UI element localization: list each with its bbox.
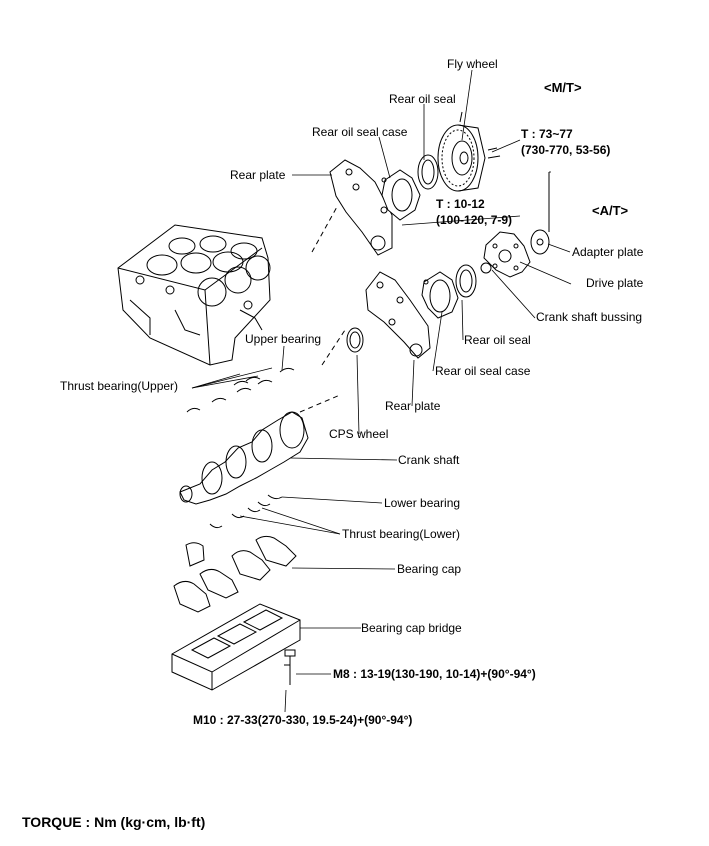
torque-m10: M10 : 27-33(270-330, 19.5-24)+(90°-94°)	[193, 713, 413, 727]
label-adapter-plate: Adapter plate	[572, 245, 644, 259]
crank-shaft-bussing-illustration	[480, 262, 492, 274]
label-thrust-bearing-lower: Thrust bearing(Lower)	[342, 527, 461, 541]
cps-wheel-illustration	[346, 327, 364, 353]
label-bearing-cap: Bearing cap	[397, 562, 462, 576]
label-drive-plate: Drive plate	[586, 276, 644, 290]
rear-oil-seal-case-lower-illustration	[421, 271, 459, 319]
rear-plate-lower-illustration	[365, 271, 431, 359]
bearing-caps-illustration	[173, 535, 297, 613]
adapter-plate-illustration	[530, 172, 550, 255]
torque-plate-line1: T : 10-12	[436, 197, 485, 211]
label-crank-shaft-bussing: Crank shaft bussing	[536, 310, 643, 324]
label-rear-oil-seal-upper: Rear oil seal	[389, 92, 456, 106]
label-at: <A/T>	[592, 203, 629, 218]
crank-shaft-illustration	[179, 411, 309, 505]
flywheel-bolt	[459, 111, 463, 123]
label-rear-plate-mid: Rear plate	[385, 399, 441, 413]
label-bearing-cap-bridge: Bearing cap bridge	[361, 621, 462, 635]
rear-oil-seal-upper-inner	[421, 159, 435, 185]
engine-block-illustration	[117, 224, 271, 366]
label-rear-oil-seal-case-mid: Rear oil seal case	[435, 364, 531, 378]
torque-flywheel-line1: T : 73~77	[521, 127, 573, 141]
label-fly-wheel: Fly wheel	[447, 57, 498, 71]
drive-plate-illustration	[483, 231, 531, 278]
label-mt: <M/T>	[544, 80, 582, 95]
lower-bearings-illustration	[209, 494, 283, 529]
flywheel-illustration	[437, 124, 501, 192]
label-thrust-bearing-upper: Thrust bearing(Upper)	[60, 379, 179, 393]
label-rear-oil-seal-mid: Rear oil seal	[464, 333, 531, 347]
torque-m8: M8 : 13-19(130-190, 10-14)+(90°-94°)	[333, 667, 536, 681]
torque-plate-line2: (100-120, 7-9)	[436, 213, 513, 227]
bearing-cap-bridge-illustration	[171, 603, 301, 691]
label-upper-bearing: Upper bearing	[245, 332, 322, 346]
leader-lines	[191, 69, 572, 713]
rear-oil-seal-lower-ring	[455, 264, 477, 298]
label-rear-oil-seal-case-upper: Rear oil seal case	[312, 125, 408, 139]
rear-oil-seal-upper-ring	[417, 154, 439, 190]
label-cps-wheel: CPS wheel	[329, 427, 389, 441]
torque-flywheel-line2: (730-770, 53-56)	[521, 143, 611, 157]
m10-bolt-illustration	[284, 664, 291, 685]
label-lower-bearing: Lower bearing	[384, 496, 461, 510]
rear-oil-seal-case-upper-illustration	[381, 169, 421, 221]
label-rear-plate-upper: Rear plate	[230, 168, 286, 182]
rear-plate-upper-illustration	[329, 159, 393, 256]
torque-units-legend: TORQUE : Nm (kg·cm, lb·ft)	[22, 814, 206, 830]
label-crank-shaft: Crank shaft	[398, 453, 460, 467]
m8-bolt-illustration	[284, 649, 296, 657]
upper-bearings-illustration	[186, 367, 295, 413]
